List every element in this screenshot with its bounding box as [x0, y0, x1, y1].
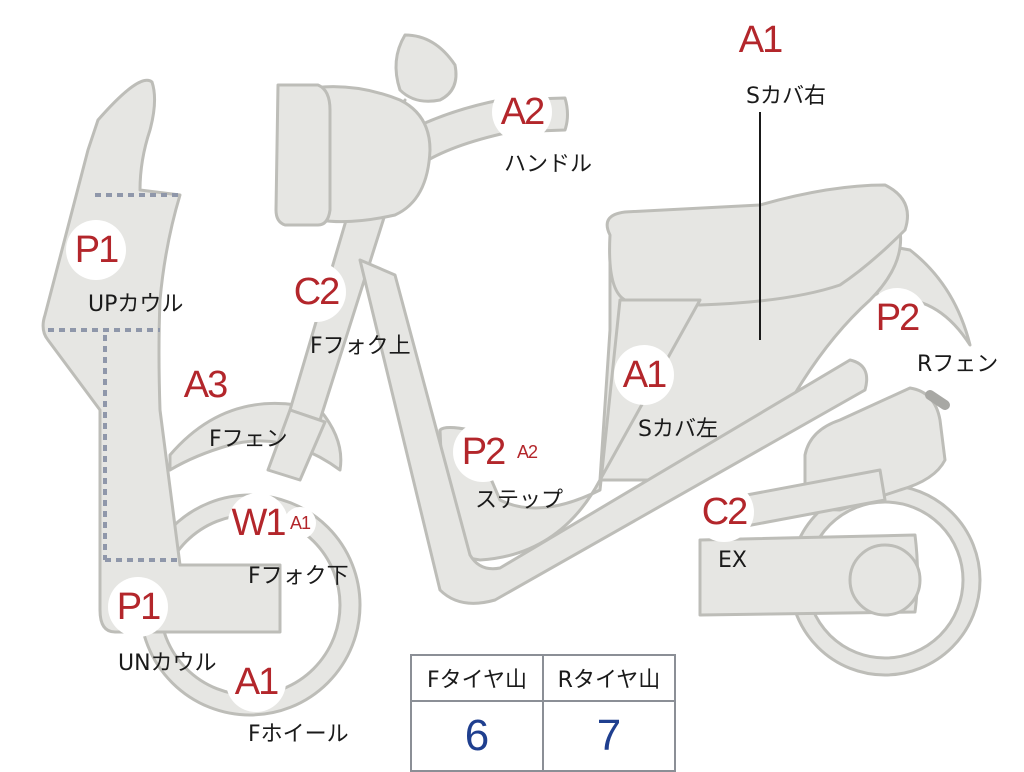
- front-tire-tread-header: Fタイヤ山: [410, 654, 544, 702]
- handle-cover: [298, 85, 432, 224]
- seat: [605, 183, 909, 307]
- part-label: ハンドル: [504, 152, 593, 177]
- repair-code-badge: C2: [286, 262, 346, 322]
- mirror: [394, 33, 458, 103]
- part-label: UNカウル: [118, 651, 217, 676]
- repair-code-badge-secondary: A2: [511, 436, 543, 468]
- repair-code-badge-secondary: A1: [284, 507, 316, 539]
- exhaust-shield: [925, 390, 950, 410]
- part-label: Sカバ右: [746, 84, 826, 109]
- front-cowl: [41, 78, 282, 634]
- fork-lower: [266, 408, 327, 482]
- repair-code-badge: A3: [175, 355, 235, 415]
- repair-code-badge: P2: [867, 288, 927, 348]
- front-tire-tread-value: 6: [410, 700, 544, 772]
- frame-tube: [358, 258, 869, 605]
- repair-code-badge: A1: [226, 652, 286, 712]
- rear-tire-tread-header: Rタイヤ山: [542, 654, 676, 702]
- tire-tread-table: Fタイヤ山 Rタイヤ山 6 7: [410, 654, 676, 772]
- part-label: Rフェン: [917, 352, 999, 377]
- repair-code-badge: P2: [453, 422, 513, 482]
- part-label: ステップ: [475, 488, 564, 513]
- repair-code-badge: C2: [694, 482, 754, 542]
- headlight: [274, 83, 332, 227]
- repair-code-badge: P1: [108, 577, 168, 637]
- part-label: Sカバ左: [638, 417, 718, 442]
- repair-code-badge: A1: [730, 10, 790, 70]
- rear-hub: [848, 543, 922, 617]
- repair-code-badge: A1: [614, 345, 674, 405]
- part-label: Fホイール: [248, 722, 349, 747]
- part-label: EX: [718, 548, 747, 573]
- part-label: UPカウル: [88, 292, 184, 317]
- part-label: Fフェン: [209, 427, 288, 452]
- rear-tire-tread-value: 7: [542, 700, 676, 772]
- part-label: Fフォク上: [310, 334, 411, 359]
- repair-code-badge: W1: [228, 493, 288, 553]
- repair-code-badge: P1: [66, 220, 126, 280]
- repair-code-badge: A2: [492, 82, 552, 142]
- part-label: Fフォク下: [248, 564, 349, 589]
